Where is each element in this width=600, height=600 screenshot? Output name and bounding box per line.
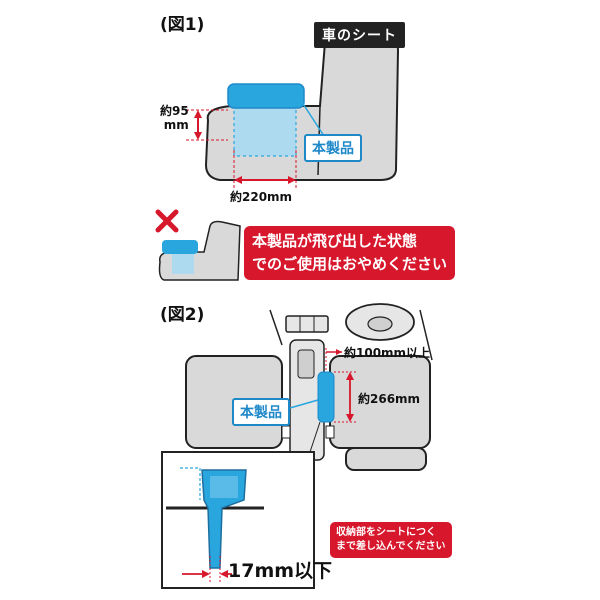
air-vent	[285, 315, 329, 333]
figure2-title: (図2)	[160, 305, 205, 325]
product-top-fig1	[227, 83, 305, 109]
warning-line2: でのご使用はおやめください	[252, 255, 448, 273]
insert-note-line2: まで差し込んでください	[336, 541, 446, 552]
dashboard-outline	[269, 309, 433, 361]
seat-tag: 車のシート	[314, 22, 405, 48]
product-tag-fig2: 本製品	[232, 398, 290, 426]
insert-note: 収納部をシートにつく まで差し込んでください	[330, 522, 452, 558]
cross-section-inset	[161, 451, 315, 589]
warning-product-top	[162, 240, 198, 254]
gap-label: 約100mm以上	[344, 346, 431, 360]
insert-note-line1: 収納部をシートにつく	[336, 527, 436, 538]
product-tag-fig1: 本製品	[304, 134, 362, 162]
width-label: 約220mm	[230, 190, 293, 204]
length-label: 約266mm	[358, 392, 421, 406]
warning-message: 本製品が飛び出した状態 でのご使用はおやめください	[244, 226, 456, 280]
product-fig2	[317, 371, 335, 423]
warning-line1: 本製品が飛び出した状態	[252, 232, 418, 250]
figure1-title: (図1)	[160, 15, 205, 35]
height-label: 約95 mm	[160, 104, 189, 132]
product-body-fig1	[234, 106, 296, 156]
slot-label: 17mm以下	[228, 560, 333, 582]
